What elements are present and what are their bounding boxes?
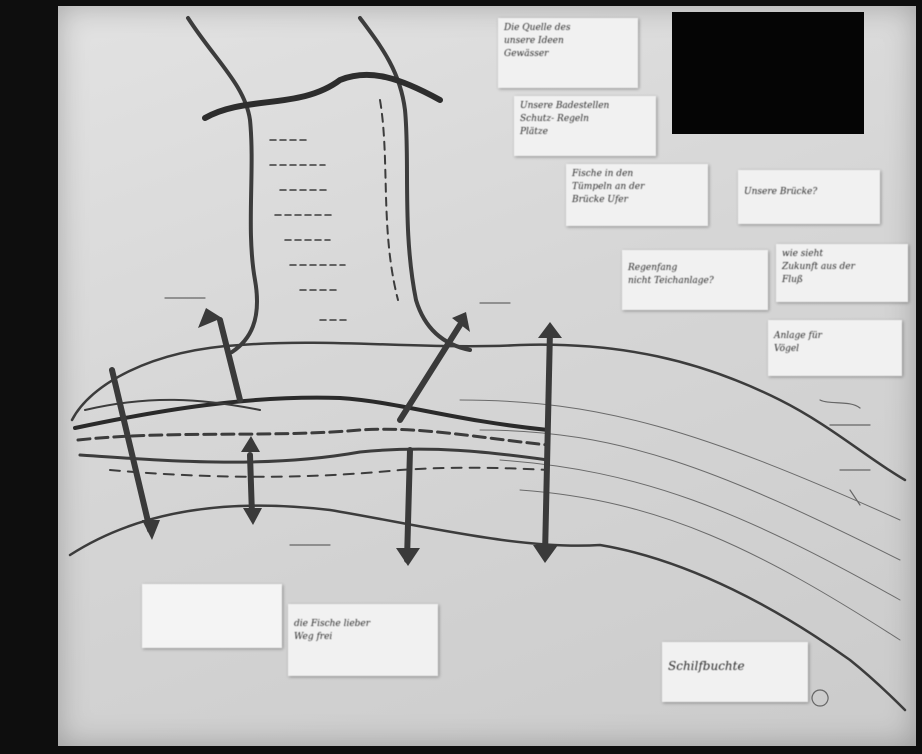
bank-band-3 <box>80 449 548 462</box>
channel-right-bank <box>360 18 470 350</box>
channel-hatching <box>270 140 350 320</box>
bank-band-4 <box>110 468 548 477</box>
margin-circle <box>812 690 828 706</box>
channel-left-bank <box>188 18 257 352</box>
note-bottom-left <box>142 584 282 648</box>
note-middle: Unsere Badestellen Schutz- Regeln Plätze <box>514 96 656 156</box>
channel-inner-dash <box>380 100 398 300</box>
note-right-2: Anlage für Vögel <box>768 320 902 376</box>
redacted-panel <box>672 12 864 134</box>
river-flow-lines <box>460 400 900 640</box>
note-fish: Fische in den Tümpeln an der Brücke Ufer <box>566 164 708 226</box>
pencil-scribbles <box>165 298 870 545</box>
note-top: Die Quelle des unsere Ideen Gewässer <box>498 18 638 88</box>
note-register: Regenfang nicht Teichanlage? <box>622 250 768 310</box>
note-bottom-center: die Fische lieber Weg frei <box>288 604 438 676</box>
note-right-1: wie sieht Zukunft aus der Fluß <box>776 244 908 302</box>
bank-band-2 <box>78 429 548 445</box>
note-bridge: Unsere Brücke? <box>738 170 880 224</box>
bank-band-1 <box>75 398 548 430</box>
double-arrows <box>112 320 550 560</box>
note-bottom-right: Schilfbuchte <box>662 642 808 702</box>
